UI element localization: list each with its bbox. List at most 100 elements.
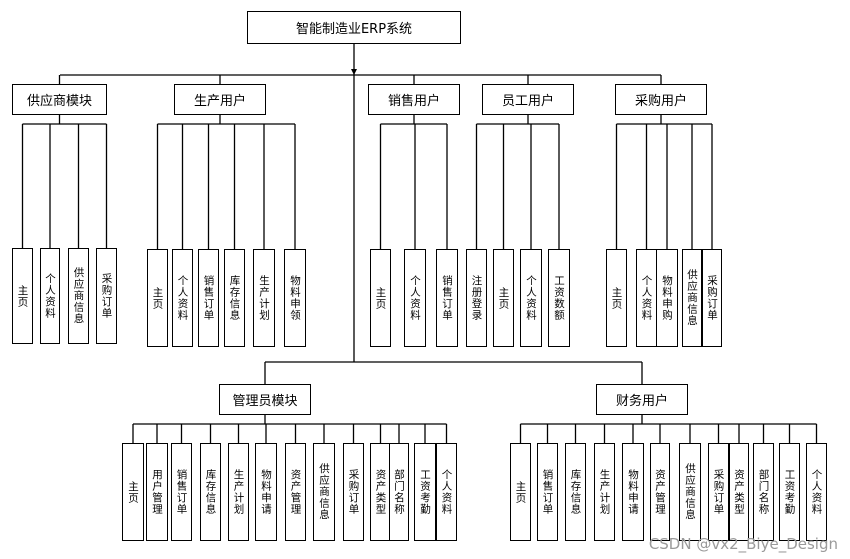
leaf-node: 个人资料 <box>404 249 426 347</box>
leaf-node: 主页 <box>122 443 144 541</box>
leaf-label: 个人资料 <box>525 275 538 321</box>
leaf-node: 物料申购 <box>656 249 678 347</box>
leaf-label: 库存信息 <box>569 469 582 515</box>
leaf-node: 主页 <box>493 249 514 347</box>
leaf-node: 个人资料 <box>806 443 827 541</box>
leaf-label: 销售订单 <box>441 275 454 321</box>
module-label: 生产用户 <box>193 94 246 109</box>
leaf-node: 供应商信息 <box>313 443 335 541</box>
leaf-label: 工资数额 <box>553 275 566 321</box>
leaf-label: 主页 <box>127 480 140 504</box>
module-label: 财务用户 <box>615 394 668 409</box>
module-label: 供应商模块 <box>26 94 92 109</box>
module-label: 销售用户 <box>387 94 440 109</box>
leaf-node: 资产类型 <box>729 443 749 541</box>
module-node-3: 员工用户 <box>482 84 574 115</box>
leaf-label: 主页 <box>374 286 387 310</box>
leaf-label: 物料申购 <box>661 275 674 321</box>
leaf-node: 主页 <box>606 249 627 347</box>
leaf-node: 个人资料 <box>520 249 542 347</box>
leaf-node: 销售订单 <box>537 443 558 541</box>
leaf-node: 个人资料 <box>436 443 457 541</box>
leaf-label: 工资考勤 <box>783 469 796 515</box>
leaf-label: 个人资料 <box>176 275 189 321</box>
arrowhead <box>351 69 357 75</box>
leaf-node: 用户管理 <box>146 443 168 541</box>
leaf-label: 销售订单 <box>175 469 188 515</box>
leaf-node: 个人资料 <box>40 248 60 344</box>
leaf-label: 物料申请 <box>627 469 640 515</box>
module-label: 员工用户 <box>501 94 554 109</box>
leaf-node: 供应商信息 <box>682 249 702 347</box>
root-label: 智能制造业ERP系统 <box>295 22 413 37</box>
leaf-label: 个人资料 <box>810 469 823 515</box>
module-node-5: 管理员模块 <box>219 384 311 415</box>
leaf-node: 库存信息 <box>565 443 586 541</box>
leaf-label: 个人资料 <box>44 273 57 319</box>
leaf-label: 生产计划 <box>258 275 271 321</box>
module-label: 采购用户 <box>634 94 687 109</box>
leaf-node: 库存信息 <box>224 249 245 347</box>
leaf-label: 资产管理 <box>289 469 302 515</box>
leaf-label: 采购订单 <box>712 469 725 515</box>
leaf-node: 工资考勤 <box>414 443 436 541</box>
leaf-label: 工资考勤 <box>419 469 432 515</box>
leaf-node: 部门名称 <box>389 443 409 541</box>
leaf-label: 主页 <box>514 480 527 504</box>
leaf-label: 注册登录 <box>470 275 483 321</box>
leaf-label: 个人资料 <box>440 469 453 515</box>
leaf-node: 注册登录 <box>466 249 487 347</box>
leaf-node: 主页 <box>12 248 33 344</box>
leaf-node: 主页 <box>510 443 531 541</box>
leaf-label: 销售订单 <box>541 469 554 515</box>
leaf-node: 采购订单 <box>343 443 364 541</box>
watermark: CSDN @vx2_Biye_Design <box>648 535 838 553</box>
module-node-1: 生产用户 <box>174 84 266 115</box>
module-node-0: 供应商模块 <box>12 84 107 115</box>
leaf-label: 供应商信息 <box>684 463 697 521</box>
leaf-node: 主页 <box>147 249 168 347</box>
leaf-label: 物料申领 <box>289 275 302 321</box>
leaf-node: 采购订单 <box>96 248 117 344</box>
leaf-node: 物料申请 <box>622 443 644 541</box>
leaf-node: 采购订单 <box>702 249 722 347</box>
leaf-node: 资产类型 <box>370 443 391 541</box>
leaf-node: 主页 <box>370 249 391 347</box>
leaf-label: 部门名称 <box>393 469 406 515</box>
leaf-node: 采购订单 <box>708 443 729 541</box>
leaf-label: 库存信息 <box>228 275 241 321</box>
leaf-node: 销售订单 <box>171 443 192 541</box>
leaf-node: 资产管理 <box>285 443 306 541</box>
leaf-label: 个人资料 <box>409 275 422 321</box>
leaf-label: 销售订单 <box>202 275 215 321</box>
leaf-label: 主页 <box>151 286 164 310</box>
leaf-label: 主页 <box>497 286 510 310</box>
leaf-label: 物料申请 <box>260 469 273 515</box>
leaf-node: 销售订单 <box>436 249 458 347</box>
module-node-4: 采购用户 <box>615 84 707 115</box>
leaf-node: 销售订单 <box>198 249 219 347</box>
leaf-label: 主页 <box>610 286 623 310</box>
leaf-label: 个人资料 <box>640 275 653 321</box>
leaf-label: 采购订单 <box>100 273 113 319</box>
leaf-label: 供应商信息 <box>318 463 331 521</box>
leaf-label: 资产管理 <box>654 469 667 515</box>
module-node-2: 销售用户 <box>368 84 460 115</box>
leaf-label: 采购订单 <box>706 275 719 321</box>
leaf-node: 个人资料 <box>636 249 657 347</box>
leaf-label: 库存信息 <box>204 469 217 515</box>
leaf-label: 资产类型 <box>374 469 387 515</box>
leaf-node: 资产管理 <box>650 443 670 541</box>
leaf-node: 物料申领 <box>284 249 306 347</box>
leaf-label: 资产类型 <box>733 469 746 515</box>
root-node: 智能制造业ERP系统 <box>247 11 461 44</box>
module-label: 管理员模块 <box>232 394 298 409</box>
leaf-label: 生产计划 <box>232 469 245 515</box>
leaf-label: 主页 <box>16 284 29 308</box>
leaf-label: 生产计划 <box>598 469 611 515</box>
leaf-node: 工资考勤 <box>779 443 800 541</box>
leaf-node: 生产计划 <box>228 443 249 541</box>
leaf-label: 采购订单 <box>347 469 360 515</box>
leaf-node: 个人资料 <box>172 249 193 347</box>
